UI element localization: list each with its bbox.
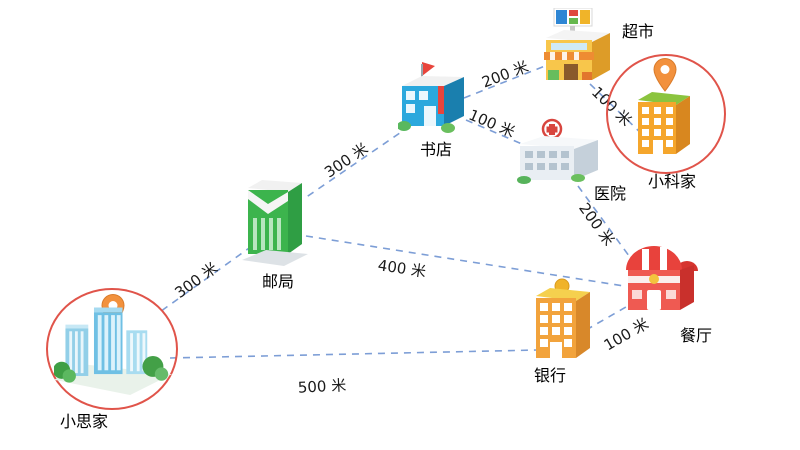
distance-label-xiaosi-bank: 500 米: [297, 376, 347, 397]
node-label-restaurant: 餐厅: [680, 326, 713, 345]
edge-hospital-restaurant: [577, 185, 633, 261]
supermarket-building-icon: [544, 7, 610, 80]
xiaoke-home-pin-icon: [652, 58, 678, 96]
node-bookstore: 书店: [397, 60, 472, 159]
node-hospital: 医院: [516, 118, 626, 203]
post-office-building-icon: [242, 180, 308, 266]
xiaoke-home-highlight-circle: [606, 54, 726, 174]
node-label-supermarket: 超市: [622, 22, 655, 41]
edge-postoffice-xiaosi: [156, 245, 253, 315]
xiaosi-home-highlight-circle: [46, 288, 178, 410]
bookstore-building-icon: [397, 62, 464, 133]
node-xiaoke-home: 小科家: [634, 82, 696, 191]
node-label-xiaosi-home: 小思家: [60, 412, 109, 431]
node-label-bookstore: 书店: [420, 140, 453, 159]
edge-bookstore-supermarket: [463, 63, 551, 99]
node-label-xiaoke-home: 小科家: [648, 172, 697, 191]
edge-bank-restaurant: [585, 299, 639, 331]
node-label-hospital: 医院: [594, 184, 627, 203]
edge-bookstore-postoffice: [304, 125, 411, 199]
edge-xiaosi-bank: [169, 349, 539, 359]
xiaosi-home-buildings-icon: [53, 307, 172, 395]
xiaoke-home-building-icon: [638, 92, 690, 154]
bank-building-icon: [536, 278, 590, 358]
restaurant-building-icon: [626, 246, 698, 310]
node-restaurant: 餐厅: [622, 238, 712, 345]
node-label-post-office: 邮局: [262, 272, 295, 291]
edge-bookstore-hospital: [465, 119, 523, 145]
hospital-building-icon: [517, 118, 598, 184]
node-post-office: 邮局: [242, 168, 308, 291]
node-label-bank: 银行: [534, 366, 567, 385]
node-bank: 银行: [532, 276, 594, 385]
edge-postoffice-restaurant: [305, 235, 625, 287]
node-supermarket: 超市: [542, 7, 654, 94]
node-xiaosi-home: 小思家: [53, 298, 172, 431]
